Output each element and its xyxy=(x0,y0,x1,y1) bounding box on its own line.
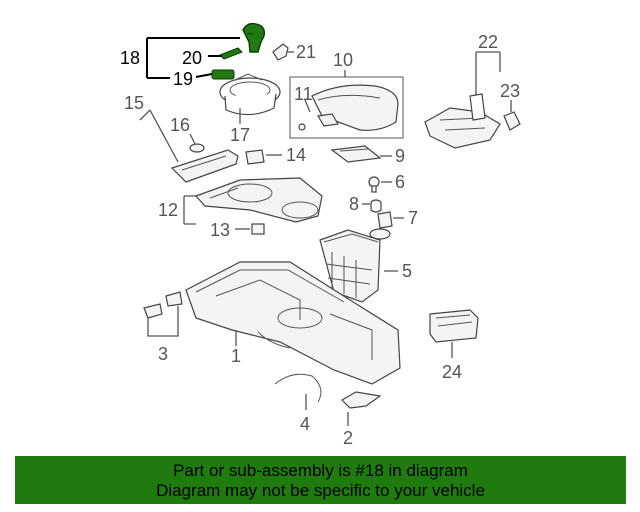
mat-part-9[interactable] xyxy=(330,145,382,163)
lid-hinge[interactable] xyxy=(317,113,339,127)
callout-24: 24 xyxy=(442,362,462,382)
console-body[interactable] xyxy=(185,261,401,385)
callout-9: 9 xyxy=(395,146,405,166)
callout-10: 10 xyxy=(333,50,353,70)
lid-assembly-box xyxy=(289,76,404,139)
callout-17: 17 xyxy=(230,125,250,145)
callout-3: 3 xyxy=(158,344,168,364)
shift-knob-assembly[interactable] xyxy=(242,22,266,53)
callout-18: 18 xyxy=(120,48,140,68)
bracket-part-2[interactable] xyxy=(341,391,382,409)
banner-line-part-number: Part or sub-assembly is #18 in diagram xyxy=(173,461,468,480)
bracket-part-3[interactable] xyxy=(143,291,183,319)
callout-1: 1 xyxy=(231,346,241,366)
switch-part-14[interactable] xyxy=(245,149,265,165)
callout-14: 14 xyxy=(286,145,306,165)
callout-8: 8 xyxy=(349,194,359,214)
callout-19: 19 xyxy=(173,69,193,89)
cup-holder-part-7[interactable] xyxy=(369,211,393,240)
trim-clip[interactable] xyxy=(189,143,205,153)
shifter-mechanism[interactable] xyxy=(424,93,501,149)
callout-20: 20 xyxy=(182,48,202,68)
leader-3 xyxy=(147,306,179,337)
callout-12: 12 xyxy=(158,200,178,220)
leader-16 xyxy=(189,133,196,145)
upper-console-panel[interactable] xyxy=(194,177,323,223)
banner-line-disclaimer: Diagram may not be specific to your vehi… xyxy=(156,481,485,500)
clip-part-21[interactable] xyxy=(272,43,289,61)
callout-6: 6 xyxy=(395,172,405,192)
clip-part-13[interactable] xyxy=(251,223,265,235)
callout-22: 22 xyxy=(478,32,498,52)
shifter-bezel[interactable] xyxy=(219,73,281,116)
leader-15 xyxy=(139,109,179,163)
leader-18 xyxy=(146,37,240,79)
shift-knob-insert[interactable] xyxy=(211,69,235,80)
lid-screw[interactable] xyxy=(298,123,306,131)
callout-7: 7 xyxy=(408,208,418,228)
callout-16: 16 xyxy=(170,115,190,135)
parts-diagram: 18 20 19 21 10 11 22 23 15 16 17 14 9 6 … xyxy=(120,22,521,448)
cap-part-8[interactable] xyxy=(370,199,382,213)
switch-assembly-24[interactable] xyxy=(429,309,479,343)
fastener-part-6[interactable] xyxy=(368,176,380,193)
leader-11 xyxy=(304,99,311,113)
leader-12 xyxy=(183,195,196,225)
callout-13: 13 xyxy=(210,220,230,240)
shifter-trim-panel[interactable] xyxy=(170,149,239,183)
callout-5: 5 xyxy=(402,261,412,281)
callout-23: 23 xyxy=(500,81,520,101)
callout-15: 15 xyxy=(124,93,144,113)
info-banner: Part or sub-assembly is #18 in diagram D… xyxy=(15,456,626,504)
callout-4: 4 xyxy=(300,414,310,434)
leader-19 xyxy=(195,73,213,78)
shift-cable-part[interactable] xyxy=(503,111,521,131)
callout-2: 2 xyxy=(343,428,353,448)
wire-part-4[interactable] xyxy=(274,373,322,403)
callout-21: 21 xyxy=(296,42,316,62)
callout-11: 11 xyxy=(294,84,313,104)
shift-knob-clip[interactable] xyxy=(219,47,243,60)
